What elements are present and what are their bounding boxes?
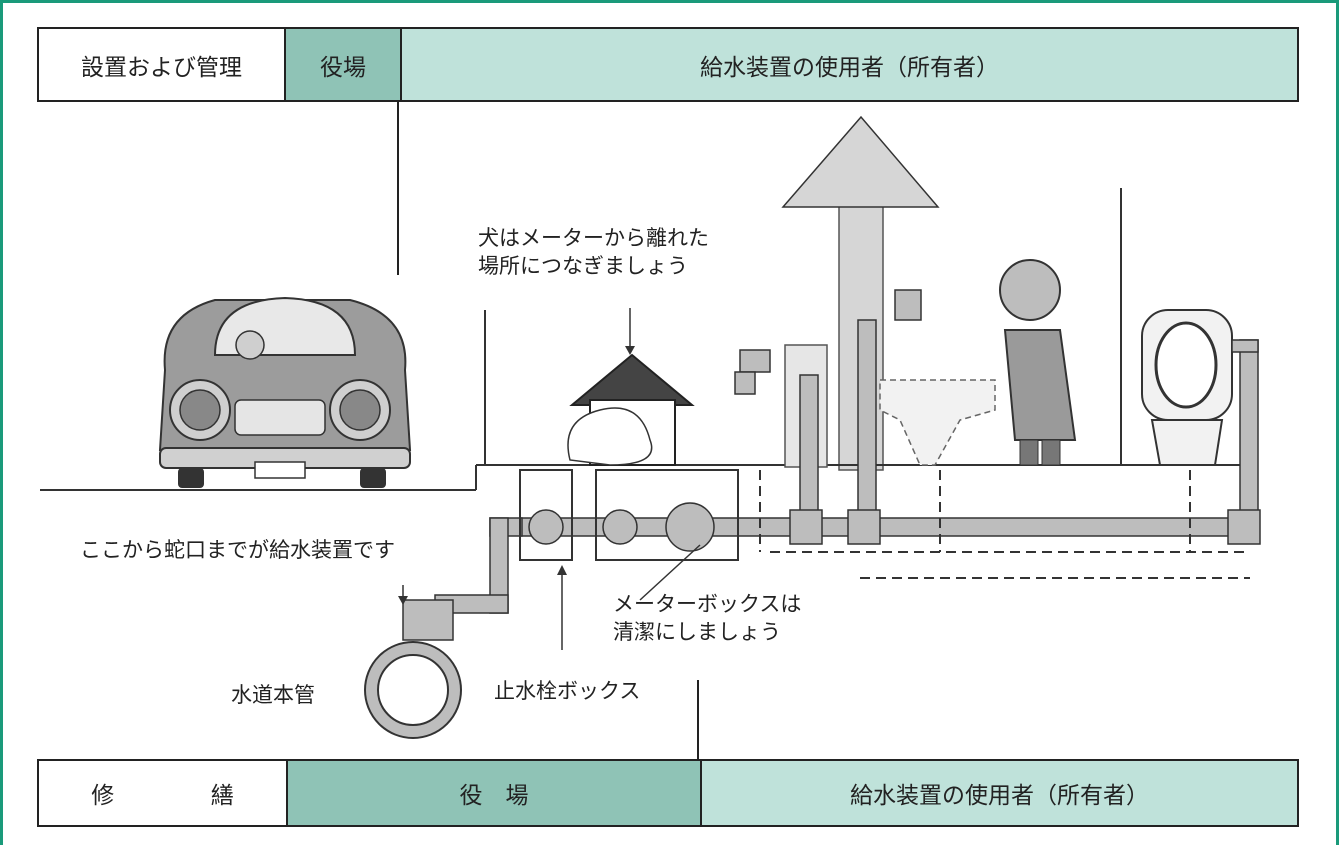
stop-valve-box bbox=[519, 469, 573, 561]
car-icon bbox=[158, 296, 412, 488]
meter-box-line1: メーターボックスは bbox=[613, 592, 802, 616]
bottom-bar-category: 修 繕 bbox=[39, 761, 286, 825]
top-responsibility-bar: 設置および管理 役場 給水装置の使用者（所有者） bbox=[37, 27, 1299, 102]
top-bar-category: 設置および管理 bbox=[39, 29, 284, 100]
top-bar-user-text: 給水装置の使用者（所有者） bbox=[700, 54, 999, 81]
meter-box-label: メーターボックスは 清潔にしましょう bbox=[613, 590, 801, 646]
water-main-pipe-icon bbox=[364, 641, 462, 739]
toilet-icon bbox=[1141, 309, 1233, 466]
bottom-bar-user: 給水装置の使用者（所有者） bbox=[700, 761, 1297, 825]
meter-box-line2: 清潔にしましょう bbox=[613, 620, 781, 644]
faucet-icon bbox=[734, 289, 922, 395]
supply-start-label: ここから蛇口までが給水装置です bbox=[80, 538, 395, 562]
bottom-bar-category-text: 修 繕 bbox=[91, 783, 271, 809]
grandma-icon bbox=[999, 259, 1077, 466]
main-pipe-label: 水道本管 bbox=[231, 683, 315, 707]
top-bar-town-office: 役場 bbox=[284, 29, 400, 100]
bottom-bar-user-text: 給水装置の使用者（所有者） bbox=[850, 783, 1149, 809]
sink-icon bbox=[879, 379, 996, 466]
meter-box bbox=[595, 469, 739, 561]
top-bar-user: 給水装置の使用者（所有者） bbox=[400, 29, 1297, 100]
dog-note-label: 犬はメーターから離れた 場所につなぎましょう bbox=[478, 224, 709, 280]
supply-pipes bbox=[402, 319, 1261, 641]
dog-note-line2: 場所につなぎましょう bbox=[478, 254, 688, 278]
dog-note-line1: 犬はメーターから離れた bbox=[478, 226, 709, 250]
meter-box-pointer bbox=[639, 544, 701, 601]
stop-valve-box-label: 止水栓ボックス bbox=[494, 679, 641, 703]
top-bar-town-office-text: 役場 bbox=[320, 54, 366, 81]
water-meter-icon bbox=[665, 502, 715, 552]
underground-dashed-lines bbox=[759, 470, 1250, 579]
bottom-bar-town-office-text: 役 場 bbox=[459, 783, 529, 809]
stop-valve-icon bbox=[528, 509, 564, 545]
meter-valve-icon bbox=[602, 509, 638, 545]
bottom-bar-town-office: 役 場 bbox=[286, 761, 700, 825]
doghouse-icon bbox=[567, 353, 695, 466]
top-bar-category-text: 設置および管理 bbox=[81, 54, 242, 81]
bottom-responsibility-bar: 修 繕 役 場 給水装置の使用者（所有者） bbox=[37, 759, 1299, 827]
